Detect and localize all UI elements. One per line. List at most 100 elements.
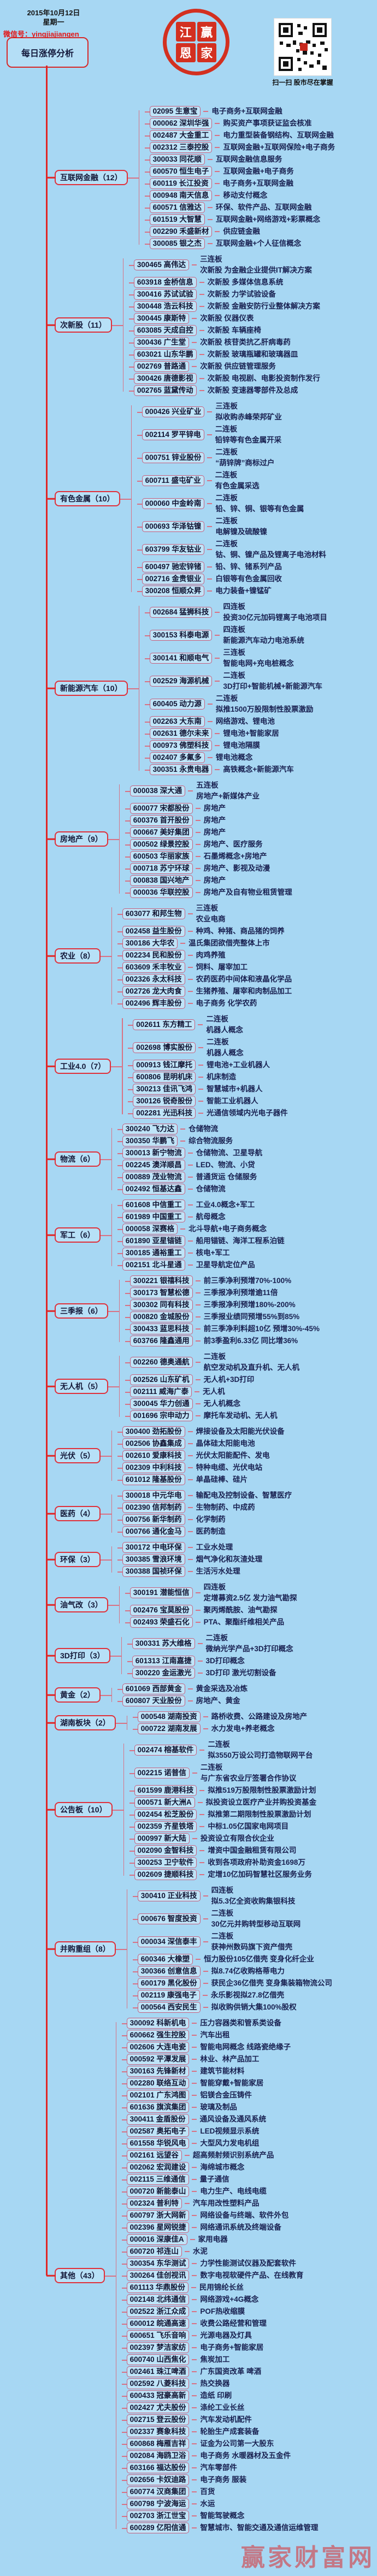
connector-dash: [202, 1995, 208, 1996]
stock-row: 002151 北斗星通 卫星导航定位产品: [117, 1259, 285, 1271]
stock-name: 珠江啤酒: [156, 2367, 186, 2376]
stock-code: 601636: [129, 2103, 155, 2111]
stock-box: 600503 华丽家族: [129, 851, 193, 862]
connector-dash: [187, 1204, 193, 1206]
stock-description: 生活污水处理: [196, 1567, 240, 1575]
connector-dash: [199, 1826, 205, 1827]
stock-name: 东方精工: [162, 1020, 192, 1029]
stock-name: 高伟达: [163, 261, 186, 269]
stock-description: 二连板微纳光学产品+3D打印概念: [205, 1634, 293, 1653]
stock-box: 002161 远望谷: [126, 2150, 182, 2161]
stock-row: 002631 德尔未来 锂电池+智能家居: [144, 728, 327, 740]
stock-box: 300264 佳创视讯: [126, 2270, 190, 2281]
stock-row: 300163 先锋新材 建筑节能材料: [121, 2065, 319, 2077]
category-box: 黄金（2）: [55, 1687, 101, 1703]
stock-box: 600497 驰宏锌锗: [142, 562, 205, 572]
stock-row: 300045 华力创通 无人机概念: [125, 1398, 299, 1410]
connector-dash: [207, 704, 213, 705]
stock-code: 002119: [140, 1991, 166, 1999]
stock-row: 600289 亿阳信通 智慧城市、智能交通及通信运维管理: [121, 2522, 319, 2534]
connector-dash: [192, 342, 197, 343]
stock-description: 次新股 供应链管理服务: [200, 362, 276, 370]
stock-box: 601313 江南嘉捷: [132, 1656, 195, 1667]
stock-box: 300173 智慧松德: [129, 1287, 193, 1298]
stock-name: 同花顺: [179, 155, 202, 163]
stock-row: 002245 澳洋顺昌 LED、物流、小贷: [117, 1159, 262, 1171]
stock-name: 八菱科技: [156, 2379, 186, 2388]
connector-dash: [199, 1850, 205, 1851]
stock-description: 焦炭加工: [200, 2355, 230, 2364]
stock-description: 力学性能测试仪器及配套软件: [200, 2259, 296, 2267]
stock-box: 002587 奥拓电子: [126, 2126, 190, 2137]
category-cell: 3D打印（3）: [55, 1648, 110, 1663]
connector-dash: [207, 590, 213, 592]
stock-box: 002454 松芝股份: [134, 1809, 197, 1820]
connector-dash: [187, 991, 193, 992]
category-box: 互联网金融（12）: [55, 170, 128, 185]
stock-code: 002234: [125, 951, 150, 959]
stock-code: 300018: [125, 1491, 150, 1499]
stock-row: 600571 信雅达 环保、软件产品、互联网金融: [144, 202, 335, 214]
connector-dash: [192, 2227, 197, 2228]
stock-box: 300302 同有科技: [129, 1299, 193, 1310]
stock-description: 智慧城市、智能交通及通信运维管理: [200, 2524, 319, 2532]
stock-description: 汽车出租: [200, 2031, 230, 2039]
stock-code: 002716: [145, 575, 170, 583]
stock-description: 温氏集团欲借壳整体上市: [188, 939, 270, 947]
stock-description: 二连板航空发动机及直升机、无人机: [203, 1352, 300, 1372]
stock-description: 中标1.05亿国家电网项目: [208, 1822, 289, 1830]
root-topic-title: 每日涨停分析: [21, 49, 74, 58]
stock-name: 江南嘉捷: [162, 1657, 192, 1665]
stock-code: 000889: [125, 1173, 150, 1181]
date-block: 2015年10月12日 星期一: [20, 9, 87, 27]
stock-code: 002290: [152, 227, 178, 235]
stock-box: 000722 湖南发展: [137, 1723, 201, 1734]
stock-description: POF热收缩膜: [200, 2307, 245, 2315]
stock-description: 拟推第二期限制性股票激励计划: [208, 1810, 311, 1818]
stock-code: 300426: [137, 374, 162, 382]
connector-dash: [192, 2071, 197, 2072]
stock-code: 600289: [129, 2524, 155, 2532]
stock-name: 浩云科技: [163, 302, 193, 310]
stock-name: 苏宁环球: [160, 864, 190, 872]
connector-dash: [203, 1983, 208, 1984]
stock-code: 002769: [137, 362, 162, 370]
stock-name: 宏润建设: [156, 2163, 186, 2171]
stock-box: 002263 大东南: [149, 716, 205, 727]
stock-name: 苏大维格: [162, 1639, 192, 1647]
connector-dash: [195, 1610, 201, 1611]
stock-box: 002529 海源机械: [149, 676, 213, 687]
category-cell: 新能源汽车（10）: [55, 681, 128, 696]
connector-dash: [195, 1403, 201, 1404]
stock-box: 002611 东方精工: [133, 1019, 196, 1030]
weekday-line: 星期一: [43, 17, 64, 26]
stock-name: 民和股份: [152, 951, 182, 959]
stock-box: 300186 大华农: [122, 938, 178, 949]
site-watermark: 赢家财富网: [241, 2544, 375, 2571]
connector-dash: [192, 2515, 197, 2516]
root-topic-box: 每日涨停分析: [7, 37, 89, 68]
connector-dash: [197, 1673, 203, 1674]
stock-code: 300253: [137, 1858, 162, 1866]
stock-description: 智能工业机器人: [207, 1097, 258, 1105]
stock-name: 金贵银业: [172, 575, 202, 583]
stock-name: 赛象科技: [156, 2427, 186, 2436]
stock-name: 浙大网新: [156, 2211, 186, 2219]
stock-name: 华鹏飞: [152, 1137, 175, 1145]
category-label: 光伏（5）: [60, 1451, 95, 1460]
stock-description: 机床制造: [207, 1073, 237, 1081]
stock-name: 华鼎股份: [155, 2283, 185, 2291]
stock-description: 房地产、影视及动漫: [203, 864, 270, 872]
stock-name: 多氟多: [179, 753, 202, 761]
stock-row: 002309 中利科技 特种电缆、光伏电站: [117, 1462, 285, 1474]
stock-box: 300092 科新机电: [126, 2018, 190, 2029]
stock-description: 热交换器: [200, 2379, 230, 2388]
category-cell: 农业（8）: [55, 948, 101, 964]
stock-row: 600711 盛屯矿业 二连板有色金属采选: [137, 469, 326, 492]
stock-description: 核电+军工: [196, 1249, 230, 1257]
category-label: 房地产（9）: [60, 835, 103, 843]
stock-code: 300186: [125, 939, 150, 947]
stock-code: 002496: [125, 999, 150, 1007]
stock-row: 000973 佛塑科技 锂电池隔膜: [144, 740, 327, 752]
stock-description: 压力容器类和管系类设备: [200, 2019, 281, 2027]
